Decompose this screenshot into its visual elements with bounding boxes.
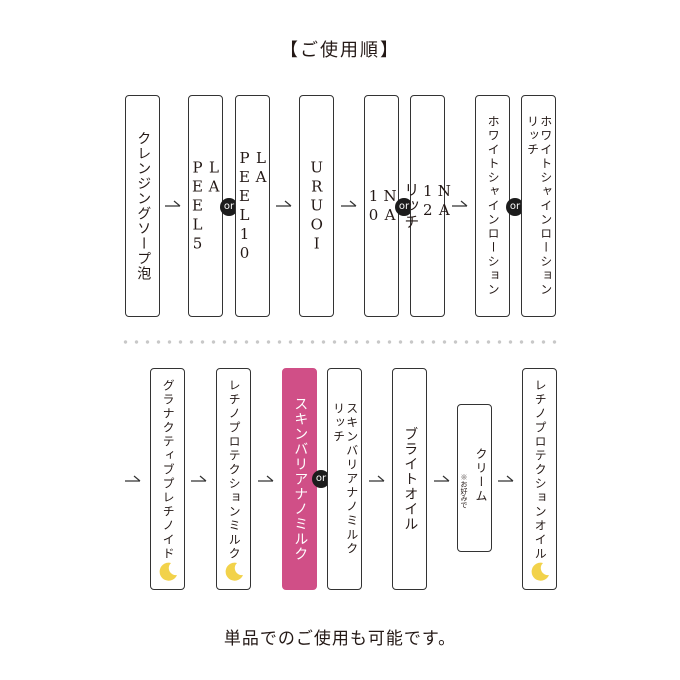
dotted-divider <box>120 340 560 344</box>
step-uruoi: URUOI <box>299 95 334 317</box>
step-bright-oil: ブライトオイル <box>392 368 427 590</box>
arrow-icon <box>191 475 207 482</box>
step-retino-protection-milk: レチノプロテクションミルク <box>216 368 251 590</box>
or-badge: or <box>395 198 413 216</box>
step-label: クレンジングソープ泡 <box>135 131 152 281</box>
step-white-shine-lotion: ホワイトシャインローション <box>475 95 510 317</box>
step-cleansing-soap-foam: クレンジングソープ泡 <box>125 95 160 317</box>
step-retino-protection-oil: レチノプロテクションオイル <box>522 368 557 590</box>
step-na-12-rich: NA 12 リッチ <box>402 95 453 317</box>
arrow-icon <box>165 200 181 207</box>
step-label: ホワイトシャインローション リッチ <box>525 115 553 297</box>
step-la-peel-5: LA PEEL5 <box>188 95 223 317</box>
step-skin-barrier-nano-milk: スキンバリアナノミルク <box>282 368 317 590</box>
arrow-icon <box>276 200 292 207</box>
step-white-shine-lotion-rich: ホワイトシャインローション リッチ <box>521 95 556 317</box>
step-na-10: NA 10 <box>364 95 399 317</box>
page-title: 【ご使用順】 <box>280 40 400 61</box>
or-badge: or <box>220 198 238 216</box>
arrow-icon <box>369 475 385 482</box>
optional-note: ※お好みで <box>460 473 468 509</box>
step-label: スキンバリアナノミルク <box>292 396 309 562</box>
step-granactive-peptide: グラナクティブプレチノイド <box>150 368 185 590</box>
moon-icon <box>225 562 243 581</box>
step-cream: クリーム ※お好みで <box>457 404 492 552</box>
step-label: レチノプロテクションミルク <box>227 379 242 562</box>
step-label: ブライトオイル <box>402 426 419 532</box>
step-label: クリーム <box>474 447 488 504</box>
step-label: レチノプロテクションオイル <box>533 379 548 562</box>
step-label: LA PEEL5 <box>188 158 224 254</box>
arrow-icon <box>125 475 141 482</box>
footer-note: 単品でのご使用も可能です。 <box>223 629 457 649</box>
step-la-peel-10: LA PEEL10 <box>235 95 270 317</box>
moon-icon <box>159 562 177 581</box>
arrow-icon <box>498 475 514 482</box>
step-label: スキンバリアナノミルク リッチ <box>331 402 359 556</box>
or-badge: or <box>312 470 330 488</box>
step-skin-barrier-nano-milk-rich: スキンバリアナノミルク リッチ <box>327 368 362 590</box>
step-label: NA 12 リッチ <box>402 182 454 230</box>
arrow-icon <box>452 200 468 207</box>
arrow-icon <box>434 475 450 482</box>
step-label: URUOI <box>307 158 326 254</box>
step-label: LA PEEL10 <box>235 149 271 263</box>
step-label: ホワイトシャインローション <box>486 115 501 297</box>
or-badge: or <box>506 198 524 216</box>
arrow-icon <box>341 200 357 207</box>
step-label: NA 10 <box>364 187 400 225</box>
arrow-icon <box>258 475 274 482</box>
step-label: グラナクティブプレチノイド <box>161 379 176 562</box>
moon-icon <box>531 562 549 581</box>
